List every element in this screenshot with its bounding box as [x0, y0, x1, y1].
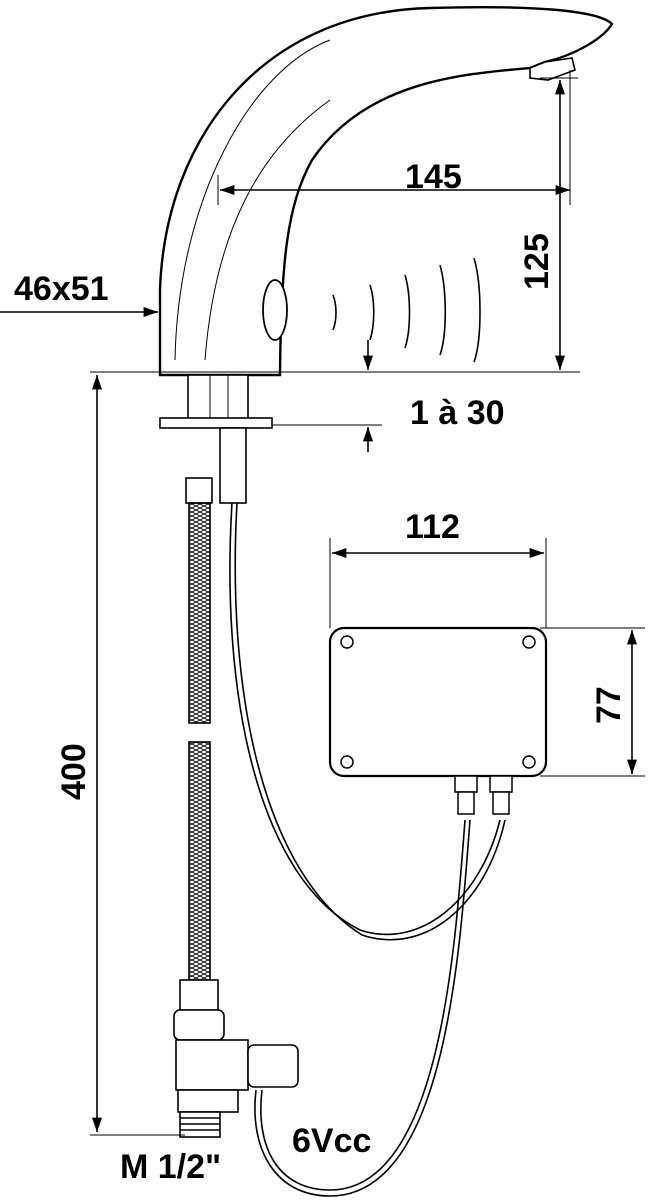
cable-glands [454, 775, 513, 815]
label-thread: M 1/2" [120, 1148, 221, 1186]
label-voltage: 6Vcc [292, 1122, 371, 1160]
mounting-stem [159, 374, 273, 504]
label-46x51: 46x51 [14, 270, 109, 308]
label-deck: 1 à 30 [410, 394, 505, 432]
label-400: 400 [55, 743, 93, 800]
sensor-eye-icon [262, 279, 288, 341]
braided-hose-upper [188, 502, 211, 724]
label-145: 145 [405, 158, 462, 196]
cables [229, 502, 506, 1197]
braided-hose-lower [188, 741, 211, 983]
aerator-icon [529, 57, 576, 81]
sensor-waves [332, 257, 481, 363]
label-125: 125 [518, 233, 556, 290]
solenoid-valve [173, 979, 299, 1138]
faucet-body [158, 5, 614, 377]
label-77: 77 [590, 686, 628, 724]
screw-icons [340, 635, 536, 769]
label-112: 112 [405, 508, 460, 546]
control-box [328, 626, 548, 815]
